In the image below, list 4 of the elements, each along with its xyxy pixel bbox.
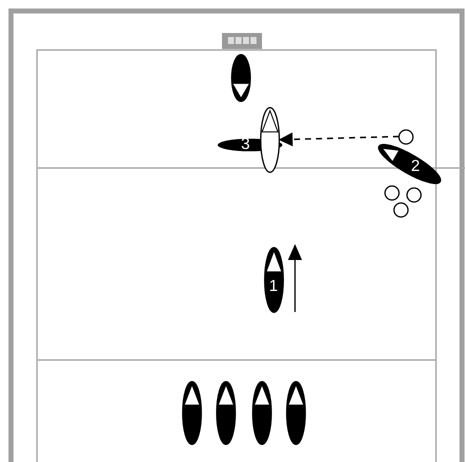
player-number: 1 <box>269 279 278 295</box>
pass-arrow <box>278 132 400 146</box>
player-number: 3 <box>241 137 250 153</box>
player-number: 2 <box>410 158 420 175</box>
